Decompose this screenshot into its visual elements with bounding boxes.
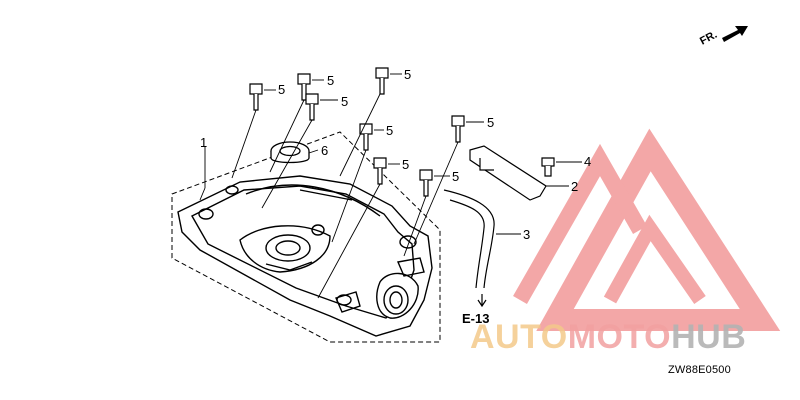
bolt-5d <box>375 67 389 95</box>
watermark-moto: MOTO <box>567 318 672 356</box>
callout-6: 6 <box>321 143 329 158</box>
callout-1: 1 <box>200 135 208 150</box>
bolt-5c <box>305 93 319 121</box>
breather-tube <box>443 189 495 289</box>
assembly-outline <box>171 131 441 343</box>
callout-3: 3 <box>523 227 531 242</box>
callout-5: 5 <box>404 67 412 82</box>
reference-code: E-13 <box>462 311 490 326</box>
bolts <box>249 67 555 197</box>
callout-2: 2 <box>571 179 579 194</box>
bolt-5g <box>373 157 387 185</box>
watermark-auto: AUTO <box>470 318 568 356</box>
crankcase-cover <box>177 175 433 337</box>
callout-5: 5 <box>327 73 335 88</box>
watermark-logo <box>513 128 781 331</box>
bolt-4 <box>541 157 555 177</box>
bolt-5e <box>359 123 373 151</box>
guide-plate <box>469 145 547 201</box>
bolt-5h <box>419 169 433 197</box>
oil-seal <box>270 141 310 164</box>
callout-5: 5 <box>452 169 460 184</box>
leader-lines <box>199 73 582 299</box>
bolt-5a <box>249 83 263 111</box>
watermark-text: AUTOMOTOHUB <box>470 318 746 357</box>
ref-arrow <box>477 294 487 308</box>
callout-5: 5 <box>386 123 394 138</box>
callout-5: 5 <box>278 82 286 97</box>
front-arrow-icon <box>722 26 748 42</box>
callout-5: 5 <box>341 94 349 109</box>
diagram-code: ZW88E0500 <box>668 364 731 376</box>
callout-4: 4 <box>584 154 592 169</box>
bolt-5f <box>451 115 465 143</box>
callout-5: 5 <box>402 157 410 172</box>
callout-5: 5 <box>487 115 495 130</box>
watermark-hub: HUB <box>671 318 747 356</box>
